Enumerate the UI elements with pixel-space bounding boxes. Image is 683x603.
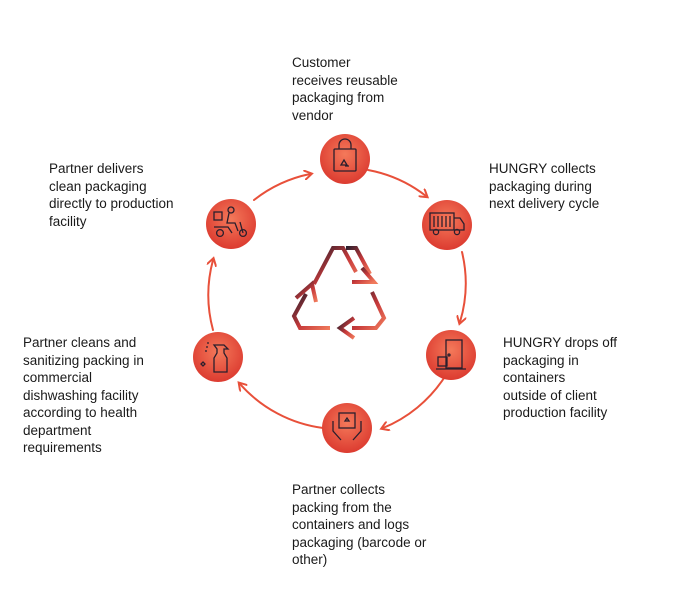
scooter-courier-icon [213, 206, 248, 238]
hands-box-icon [332, 412, 362, 441]
door-package-icon [436, 339, 466, 370]
shopping-bag-recycle-icon [333, 138, 357, 172]
step-4-node [322, 403, 372, 453]
cycle-arrows [208, 169, 467, 429]
recycle-icon [291, 246, 387, 340]
delivery-truck-icon [429, 212, 465, 236]
arrow-3-4 [383, 377, 445, 428]
step-4-label: Partner collects packing from the contai… [292, 482, 427, 567]
step-5-node [193, 332, 243, 382]
step-6-label: Partner delivers clean packaging directl… [49, 161, 174, 229]
step-5-label: Partner cleans and sanitizing packing in… [23, 335, 144, 455]
arrow-2-3 [460, 251, 467, 322]
step-2-label: HUNGRY collects packaging during next de… [489, 161, 600, 211]
arrow-6-1 [253, 174, 310, 201]
arrow-4-5 [240, 384, 324, 429]
step-6-node [206, 199, 256, 249]
step-2-node [422, 200, 472, 250]
step-3-label: HUNGRY drops off packaging in containers… [503, 335, 618, 420]
arrow-5-6 [208, 260, 213, 331]
step-3-node [426, 330, 476, 380]
step-1-node [320, 134, 370, 184]
arrow-1-2 [367, 169, 426, 196]
step-1-label: Customer receives reusable packaging fro… [292, 55, 398, 123]
spray-bottle-icon [200, 342, 230, 373]
